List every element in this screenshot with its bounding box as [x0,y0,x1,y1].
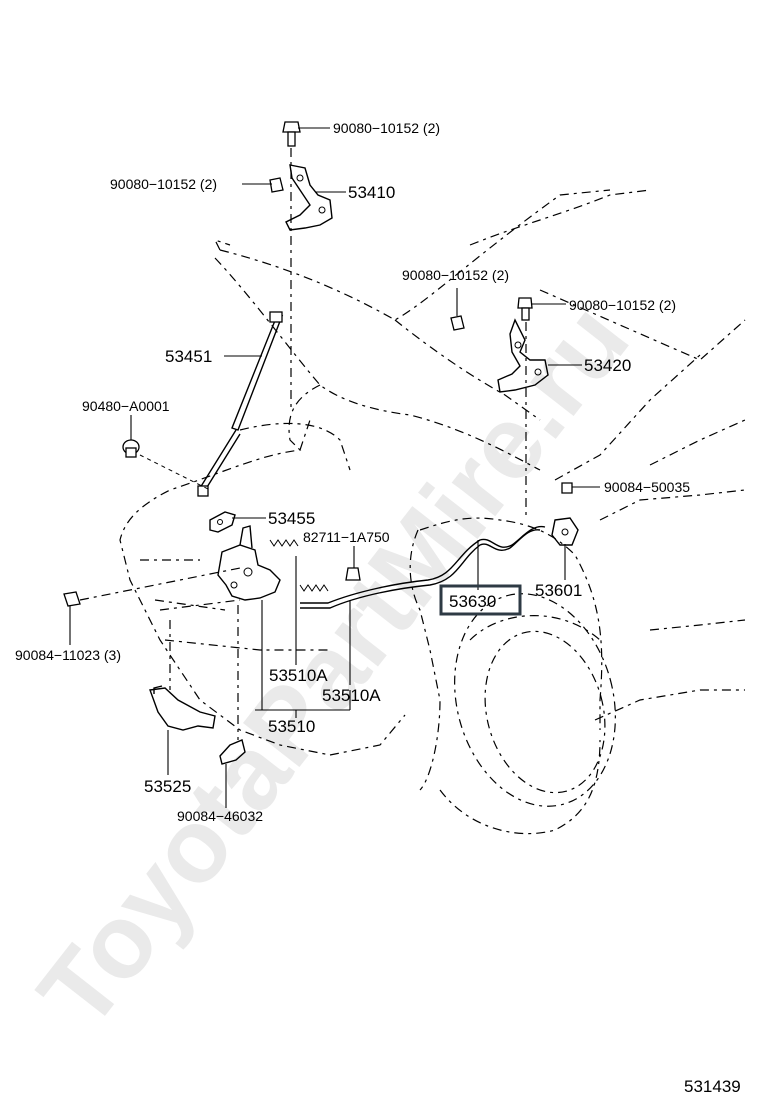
label-hinge-left: 53410 [348,183,395,202]
rocker-line [594,689,745,721]
label-spring-a: 53510A [269,666,328,685]
arch-top [469,615,601,641]
hood-edge-left [214,257,541,471]
bay-line [239,422,351,471]
spring-a-part [269,539,299,547]
bolt-right-b-part [517,297,533,321]
cable-part [300,525,546,609]
spring-b-part [299,584,329,592]
roof-line [469,189,651,246]
label-cushion: 90480−A0001 [82,398,170,414]
label-release-lever: 53601 [535,581,582,600]
clip-right-part [561,482,573,494]
labels: 90080−10152 (2) 90080−10152 (2) 53410 90… [15,120,741,1096]
door-sill [649,619,746,631]
headlamp-line [409,529,441,791]
highlight-box [439,584,522,616]
label-bulb: 82711−1A750 [303,529,390,545]
hood-support-part [197,311,284,497]
bolt-lower-part [63,591,81,607]
bolt-left-hinge-part [269,177,284,193]
label-spring-b: 53510A [322,686,381,705]
lock-assy-part [217,525,281,601]
guide-2 [159,599,241,611]
diagram-id: 531439 [684,1077,741,1096]
label-bolt-left-hinge: 90080−10152 (2) [110,176,217,192]
lock-bracket-part [209,511,236,533]
label-bolt-lower: 90084−11023 (3) [15,647,121,663]
label-cable-highlight: 53630 [449,592,496,611]
release-lever-part [551,517,579,546]
hood-edge-top [219,189,611,321]
label-lock-bracket: 53455 [268,509,315,528]
wheel-inner [484,630,606,794]
hood-tip [213,238,231,251]
bulb-part [345,567,361,581]
clip-lower-part [219,739,246,765]
wheel-arch-low [439,739,601,835]
cushion-guide [139,454,211,491]
cushion-part [122,439,140,458]
fender-line [419,517,603,730]
windshield-base [554,354,701,481]
bolt-top-part [282,121,301,147]
label-lock-assy: 53510 [268,717,315,736]
windshield-top [539,289,746,361]
bolt-right-a-part [450,315,465,331]
hinge-right-part [497,318,549,393]
label-bolt-top: 90080−10152 (2) [333,120,440,136]
door-lines [599,419,746,521]
label-hood-support: 53451 [165,347,212,366]
label-control-cable: 53525 [144,777,191,796]
label-bolt-right-a: 90080−10152 (2) [402,267,509,283]
hinge-left-part [285,164,333,231]
leaders [69,127,600,808]
bumper-line [329,714,406,756]
grille-lines [140,559,330,651]
label-hinge-right: 53420 [584,356,631,375]
wheel-outer [454,593,616,807]
label-clip-lower: 90084−46032 [177,808,263,824]
bay-line-2 [299,419,311,451]
label-clip-right: 90084−50035 [604,479,690,495]
bolt-lower-guide [79,567,241,601]
control-cable-part [149,685,216,731]
label-bolt-right-b: 90080−10152 (2) [569,297,676,313]
